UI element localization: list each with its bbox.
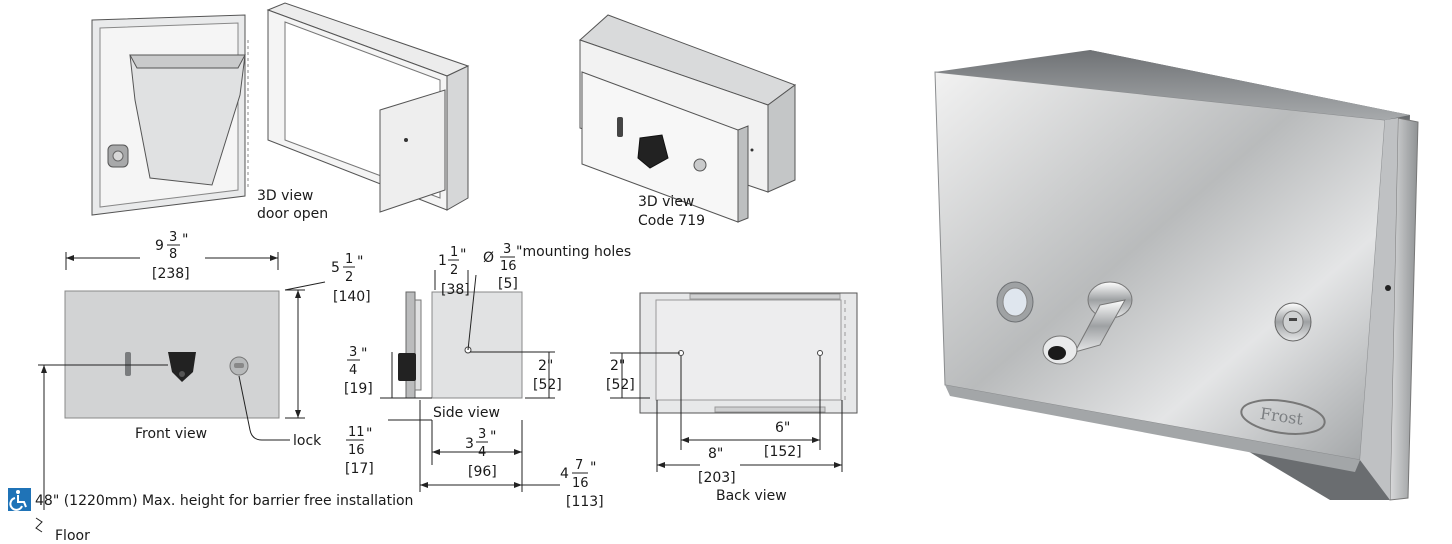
- depth-whole: 3: [465, 436, 474, 452]
- code-view-line1: 3D view: [638, 194, 694, 210]
- flange-num: 1: [450, 245, 458, 260]
- hole-spacing-mm: [152]: [764, 444, 802, 460]
- width-unit: ": [182, 232, 188, 248]
- 3d-view-code: [579, 14, 797, 223]
- valve-num: 3: [349, 345, 357, 360]
- flange-whole: 1: [438, 253, 447, 269]
- code-view-line2: Code 719: [638, 213, 705, 229]
- total-depth-den: 16: [572, 476, 589, 491]
- width-whole: 9: [155, 238, 164, 254]
- hole-den: 16: [500, 259, 517, 274]
- total-depth-mm: [113]: [566, 494, 604, 510]
- wheelchair-icon-glyph: [9, 490, 27, 511]
- height-whole: 5: [331, 260, 340, 276]
- back-hole-top-text: 2": [610, 358, 625, 374]
- back-view: [610, 292, 858, 472]
- valve-unit: ": [361, 346, 367, 362]
- bottom-unit: ": [366, 426, 372, 442]
- front-view: [64, 290, 280, 419]
- floor-label: Floor: [55, 528, 90, 544]
- flange-unit: ": [460, 247, 466, 263]
- bottom-num: 11: [348, 425, 365, 440]
- height-dimension: [284, 281, 326, 419]
- front-view-label: Front view: [135, 426, 207, 442]
- height-num: 1: [345, 252, 353, 267]
- door-open-line2: door open: [257, 206, 328, 222]
- total-depth-whole: 4: [560, 466, 569, 482]
- 3d-view-door-open: [91, 2, 470, 216]
- hole-spacing-text: 6": [775, 420, 790, 436]
- hole-top-mm: [52]: [533, 377, 562, 393]
- front-view-dimension-width: [65, 252, 279, 270]
- height-mm: [140]: [333, 289, 371, 305]
- back-width-text: 8": [708, 446, 723, 462]
- lock-label: lock: [293, 433, 322, 449]
- height-reference: [35, 364, 168, 533]
- lock-leader: [238, 375, 290, 441]
- bottom-mm: [17]: [345, 461, 374, 477]
- total-depth-unit: ": [590, 460, 596, 476]
- valve-mm: [19]: [344, 381, 373, 397]
- hole-prefix: Ø: [483, 250, 494, 266]
- bottom-den: 16: [348, 443, 365, 458]
- hole-top-text: 2": [538, 358, 553, 374]
- hole-mm: [5]: [498, 276, 518, 292]
- height-den: 2: [345, 270, 353, 285]
- door-open-line1: 3D view: [257, 188, 313, 204]
- valve-den: 4: [349, 363, 357, 378]
- depth-num: 3: [478, 427, 486, 442]
- total-depth-num: 7: [575, 458, 583, 473]
- height-unit: ": [357, 254, 363, 270]
- depth-den: 4: [478, 445, 486, 460]
- barrier-free-note: 48" (1220mm) Max. height for barrier fre…: [35, 493, 413, 509]
- back-width-mm: [203]: [698, 470, 736, 486]
- product-photo: [934, 50, 1419, 501]
- width-mm: [238]: [152, 266, 190, 282]
- hole-num: 3: [503, 242, 511, 257]
- back-view-label: Back view: [716, 488, 787, 504]
- flange-mm: [38]: [441, 282, 470, 298]
- depth-mm: [96]: [468, 464, 497, 480]
- width-den: 8: [169, 247, 177, 262]
- width-num: 3: [169, 230, 177, 245]
- flange-den: 2: [450, 263, 458, 278]
- side-view-label: Side view: [433, 405, 500, 421]
- hole-text: "mounting holes: [516, 244, 631, 260]
- side-view: [380, 270, 560, 492]
- depth-unit: ": [490, 429, 496, 445]
- back-hole-top-mm: [52]: [606, 377, 635, 393]
